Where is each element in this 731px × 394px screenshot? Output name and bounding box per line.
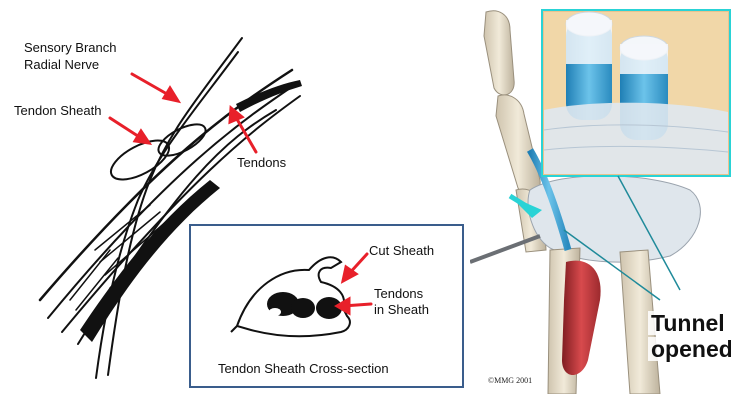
label-tendons: Tendons (237, 155, 286, 170)
label-tendons-in-sheath-line1: Tendons (374, 286, 423, 301)
label-tunnel: Tunnel (648, 311, 728, 335)
label-radial-nerve: Radial Nerve (24, 57, 99, 72)
label-sensory-branch: Sensory Branch (24, 40, 117, 55)
label-tendon-sheath: Tendon Sheath (14, 103, 101, 118)
label-opened: opened (648, 337, 731, 361)
cross-section-caption: Tendon Sheath Cross-section (218, 361, 389, 376)
cross-section-inset: Cut Sheath Tendons in Sheath Tendon Shea… (189, 224, 464, 388)
label-tendons-in-sheath-line2: in Sheath (374, 302, 429, 317)
label-cut-sheath: Cut Sheath (369, 243, 434, 258)
copyright-text: ©MMG 2001 (488, 376, 532, 385)
